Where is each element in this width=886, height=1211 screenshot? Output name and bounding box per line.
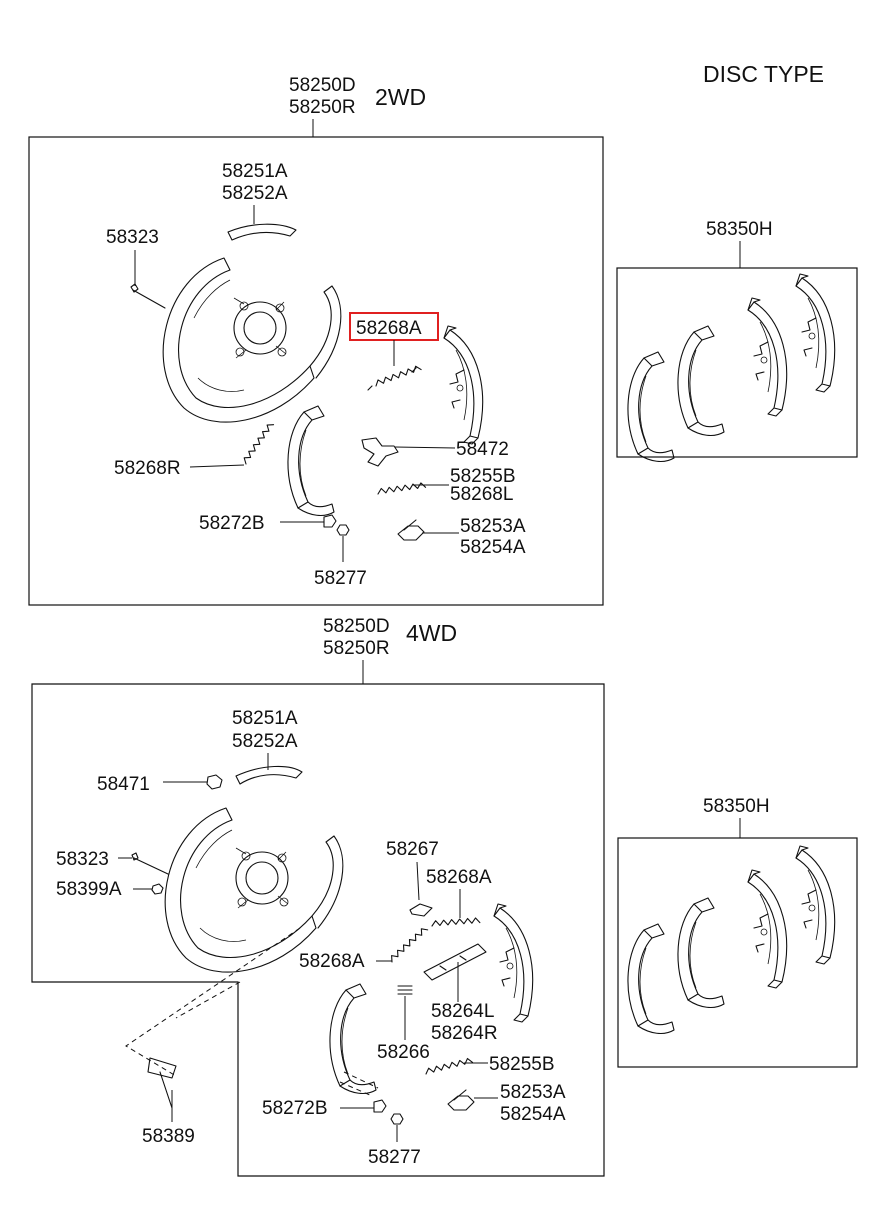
assembly-2wd-code-1: 58250D xyxy=(289,75,356,96)
shoe-4wd-left-drawing xyxy=(329,983,377,1095)
cup-4wd-drawing xyxy=(409,903,433,917)
shoe-4wd-right-drawing xyxy=(493,903,534,1023)
lever-2wd-label: 58472 xyxy=(456,439,509,460)
backing-plate-2wd-drawing xyxy=(162,257,342,423)
shoe-kit-bottom: 58350H xyxy=(617,796,858,1068)
nut-4wd-label: 58277 xyxy=(368,1147,421,1168)
nut-2wd-label: 58277 xyxy=(314,568,367,589)
bolt-2wd-label: 58272B xyxy=(199,513,265,534)
adjuster-4wd-code-2: 58254A xyxy=(500,1104,566,1125)
disc-type-label: DISC TYPE xyxy=(703,61,824,87)
washer-4wd-drawing xyxy=(151,883,164,895)
spring-top-4wd-label: 58268A xyxy=(426,867,492,888)
spring-2wd-highlighted-label: 58268A xyxy=(356,318,422,339)
shoe-kit-bottom-drawing xyxy=(628,846,835,1033)
lever-2wd-drawing xyxy=(361,437,399,467)
strut-4wd-code-1: 58264L xyxy=(431,1001,494,1022)
assembly-4wd-code-2: 58250R xyxy=(323,638,390,659)
mount-bolt-4wd-label: 58389 xyxy=(142,1126,195,1147)
mount-bolt-4wd-drawing xyxy=(147,1057,177,1109)
shoe-kit-top: 58350H xyxy=(616,219,858,461)
spring-left-4wd-drawing xyxy=(388,925,429,963)
strut-4wd-code-2: 58264R xyxy=(431,1023,498,1044)
pin-4wd-drawing xyxy=(131,852,169,875)
spring-2wd-drawing xyxy=(373,364,422,387)
spring-r-2wd-drawing xyxy=(241,421,275,465)
assembly-4wd: 58250D 58250R 4WD 58251A 58252A 58471 58… xyxy=(31,616,605,1177)
backing-plate-2wd-code-1: 58251A xyxy=(222,161,288,182)
adjuster-4wd-drawing xyxy=(447,1089,475,1111)
shoe-kit-bottom-label: 58350H xyxy=(703,796,770,817)
backing-plate-4wd-drawing xyxy=(164,807,344,973)
shoe-kit-bottom-frame xyxy=(617,837,858,1068)
strut-4wd-drawing xyxy=(423,943,487,981)
spring-b-4wd-drawing xyxy=(424,1056,474,1075)
bolt-4wd-label: 58272B xyxy=(262,1098,328,1119)
spring-r-2wd-label: 58268R xyxy=(114,458,181,479)
assembly-2wd-frame xyxy=(28,136,604,606)
adjuster-4wd-code-1: 58253A xyxy=(500,1082,566,1103)
spring-pair-2wd-drawing xyxy=(376,481,427,495)
nut-2wd-drawing xyxy=(336,524,350,536)
shoe-2wd-right-drawing xyxy=(443,325,484,445)
assembly-4wd-variant: 4WD xyxy=(406,620,457,646)
assembly-2wd: 58250D 58250R 2WD 58251A 58252A 58323 58… xyxy=(28,75,604,606)
assembly-4wd-code-1: 58250D xyxy=(323,616,390,637)
spring-b-4wd-label: 58255B xyxy=(489,1054,555,1075)
shoe-kit-top-frame xyxy=(616,267,858,458)
plug-4wd-drawing xyxy=(206,774,223,790)
clip-4wd-drawing xyxy=(397,985,413,995)
cup-4wd-label: 58267 xyxy=(386,839,439,860)
backing-plate-4wd-code-1: 58251A xyxy=(232,708,298,729)
plug-4wd-label: 58471 xyxy=(97,774,150,795)
pin-2wd-label: 58323 xyxy=(106,227,159,248)
spring-left-4wd-label: 58268A xyxy=(299,951,365,972)
nut-4wd-drawing xyxy=(390,1113,404,1125)
pin-4wd-label: 58323 xyxy=(56,849,109,870)
pin-2wd-drawing xyxy=(130,283,166,309)
adjuster-2wd-code-1: 58253A xyxy=(460,516,526,537)
backing-plate-4wd-code-2: 58252A xyxy=(232,731,298,752)
adjuster-2wd-drawing xyxy=(397,519,425,541)
backing-plate-2wd-code-2: 58252A xyxy=(222,183,288,204)
spring-pair-2wd-code-1: 58255B xyxy=(450,466,516,487)
washer-4wd-label: 58399A xyxy=(56,879,122,900)
shoe-2wd-left-drawing xyxy=(287,405,335,517)
shoe-kit-top-label: 58350H xyxy=(706,219,773,240)
bolt-2wd-drawing xyxy=(323,514,337,528)
spring-top-4wd-drawing xyxy=(431,917,481,927)
clip-4wd-label: 58266 xyxy=(377,1042,430,1063)
spring-pair-2wd-code-2: 58268L xyxy=(450,484,513,505)
adjuster-2wd-code-2: 58254A xyxy=(460,537,526,558)
shoe-kit-top-drawing xyxy=(628,274,835,461)
assembly-2wd-variant: 2WD xyxy=(375,84,426,110)
assembly-2wd-code-2: 58250R xyxy=(289,97,356,118)
bolt-4wd-drawing xyxy=(373,1099,387,1113)
assembly-4wd-frame xyxy=(31,683,605,1177)
